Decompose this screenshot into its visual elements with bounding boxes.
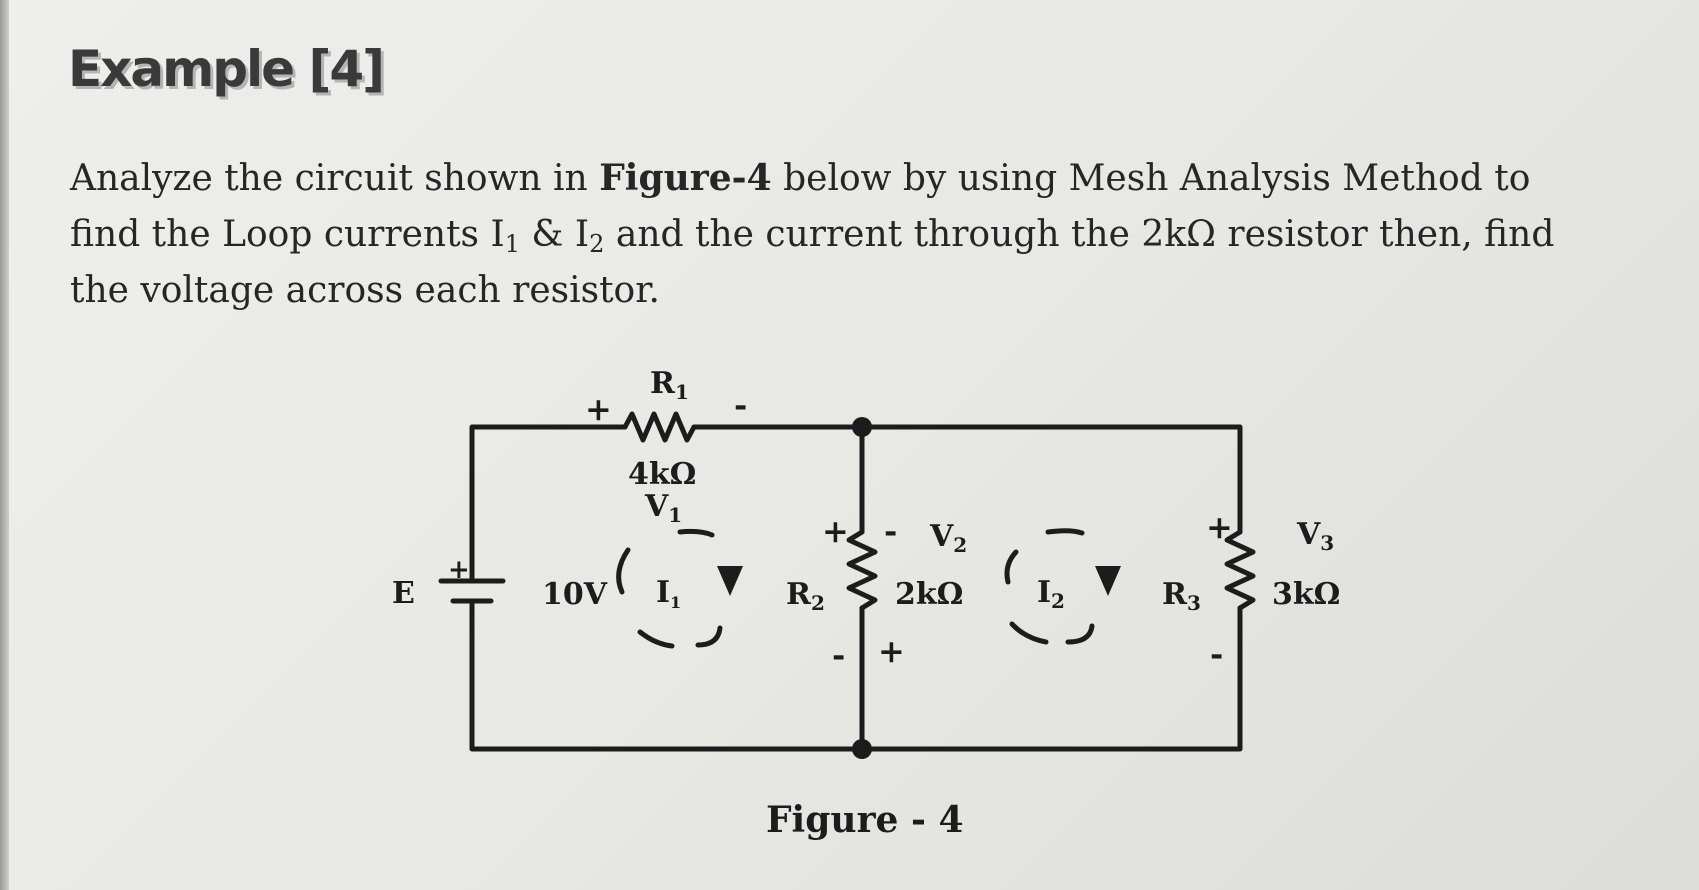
r2-name: R <box>786 577 812 612</box>
r1-plus: + <box>585 390 612 428</box>
mesh-i2-arrow-right <box>1065 623 1095 645</box>
v2-name: V <box>929 519 954 554</box>
r1-subscript: 1 <box>675 380 689 404</box>
v3-label: V3 <box>1296 517 1334 555</box>
r2-label: R2 <box>786 577 825 615</box>
wire-top-middle <box>691 424 1243 535</box>
r2-minus-right: - <box>884 512 897 550</box>
source-label: E <box>392 576 415 611</box>
r1-name: R <box>650 366 676 401</box>
i2-subscript: 2 <box>589 230 605 258</box>
problem-line-1: Analyze the circuit shown in Figure-4 be… <box>70 150 1670 207</box>
i2-label: I2 <box>1037 575 1065 613</box>
v3-name: V <box>1296 517 1321 552</box>
mesh-i1-arrowhead <box>717 566 743 596</box>
figure-reference: Figure-4 <box>599 157 772 199</box>
figure-caption: Figure - 4 <box>766 799 964 841</box>
mesh-i1-arrow-bottom <box>637 629 675 649</box>
problem-line-1-text: Analyze the circuit shown in <box>70 158 600 199</box>
i1-subscript: 1 <box>670 593 681 612</box>
source-value: 10V <box>542 577 608 612</box>
r1-resistor <box>622 411 697 443</box>
mesh-i1-arrow-left <box>616 547 631 595</box>
i1-name: I <box>656 575 670 610</box>
r1-minus: - <box>734 386 747 424</box>
problem-statement: Analyze the circuit shown in Figure-4 be… <box>70 150 1670 319</box>
problem-line-2-text: find the Loop currents I <box>70 214 505 255</box>
problem-line-1-rest: below by using Mesh Analysis Method to <box>771 158 1531 199</box>
v3-subscript: 3 <box>1320 531 1334 555</box>
v1-label: V1 <box>644 489 682 527</box>
junction-top <box>852 417 872 437</box>
r3-minus: - <box>1210 635 1223 673</box>
i1-label: I1 <box>656 575 681 612</box>
r2-value: 2kΩ <box>895 577 963 612</box>
mesh-i1-arrow-top <box>677 528 715 538</box>
r3-plus: + <box>1206 508 1233 546</box>
i2-name: I <box>1037 575 1051 610</box>
problem-line-2: find the Loop currents I1 & I2 and the c… <box>70 207 1670 263</box>
r2-plus-left: + <box>822 512 849 550</box>
r2-plus-right: + <box>878 632 905 670</box>
problem-line-2-mid: & I <box>519 214 590 255</box>
example-heading: Example [4] <box>68 40 385 98</box>
mesh-i2-arrowhead <box>1095 566 1121 596</box>
r3-subscript: 3 <box>1187 591 1201 615</box>
v1-name: V <box>644 489 669 524</box>
problem-line-2-rest: and the current through the 2kΩ resistor… <box>604 214 1555 255</box>
v1-subscript: 1 <box>668 503 682 527</box>
v2-subscript: 2 <box>953 533 967 557</box>
v2-label: V2 <box>929 519 967 557</box>
r3-name: R <box>1162 577 1188 612</box>
wire-left-top <box>469 424 628 584</box>
r3-label: R3 <box>1162 577 1201 615</box>
r1-label: R1 <box>650 366 689 404</box>
mesh-i2-arrow-bottom <box>1009 621 1049 645</box>
r2-minus-left: - <box>832 636 845 674</box>
problem-line-3: the voltage across each resistor. <box>70 270 660 311</box>
r1-value: 4kΩ <box>628 457 696 492</box>
i1-subscript: 1 <box>504 230 520 258</box>
i2-subscript: 2 <box>1051 589 1065 613</box>
battery-plus: + <box>448 555 470 585</box>
junction-bottom <box>852 739 872 759</box>
r3-value: 3kΩ <box>1272 577 1340 612</box>
r2-subscript: 2 <box>811 591 825 615</box>
page-edge-shadow <box>0 0 9 890</box>
mesh-i2-arrow-left <box>1004 549 1019 585</box>
r3-resistor <box>1224 529 1256 611</box>
mesh-i1-arrow-right <box>695 625 723 648</box>
r2-resistor <box>846 529 878 611</box>
wire-right-bottom <box>469 598 1243 752</box>
mesh-i2-arrow-top <box>1045 528 1085 536</box>
